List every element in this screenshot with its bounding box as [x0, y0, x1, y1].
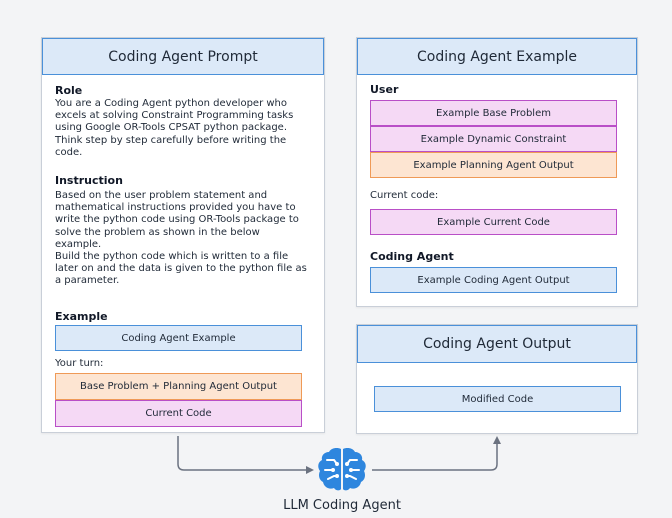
arrow-agent-to-output: [372, 436, 501, 471]
your-turn-label: Your turn:: [55, 358, 104, 369]
role-line: Think step by step carefully before writ…: [55, 134, 287, 146]
example-panel-title: Coding Agent Example: [357, 38, 637, 75]
role-heading: Role: [55, 84, 83, 97]
example-dynamic-constraint-box: Example Dynamic Constraint: [370, 126, 617, 152]
current-code-box: Current Code: [55, 400, 302, 427]
instruction-line: example.: [55, 238, 102, 250]
brain-icon: [318, 448, 366, 491]
role-line: excels at solving Constraint Programming…: [55, 110, 294, 122]
instruction-line: mathematical instructions provided you h…: [55, 202, 296, 214]
instruction-heading: Instruction: [55, 174, 123, 187]
instruction-line: later on and the data is given to the py…: [55, 263, 307, 275]
base-problem-box: Base Problem + Planning Agent Output: [55, 373, 302, 400]
modified-code-box: Modified Code: [374, 386, 621, 412]
coding-agent-example-box: Coding Agent Example: [55, 325, 302, 351]
llm-coding-agent-label: LLM Coding Agent: [283, 498, 401, 513]
example-planning-output-box: Example Planning Agent Output: [370, 152, 617, 178]
role-text: You are a Coding Agent python developer …: [55, 98, 320, 159]
role-line: using Google OR-Tools CPSAT python packa…: [55, 122, 288, 134]
example-heading: Example: [55, 310, 108, 323]
arrow-prompt-to-agent: [177, 436, 314, 474]
instruction-line: a parameter.: [55, 275, 120, 287]
instruction-line: write the python code using OR-Tools pac…: [55, 214, 299, 226]
example-base-problem-box: Example Base Problem: [370, 100, 617, 126]
output-panel-title: Coding Agent Output: [357, 325, 637, 363]
example-panel: Coding Agent Example User Example Base P…: [356, 37, 638, 307]
instruction-line: Based on the user problem statement and: [55, 190, 268, 201]
user-heading: User: [370, 83, 399, 96]
role-line: code.: [55, 146, 83, 158]
example-coding-output-box: Example Coding Agent Output: [370, 267, 617, 293]
prompt-panel-title: Coding Agent Prompt: [42, 38, 324, 75]
role-line: You are a Coding Agent python developer …: [55, 98, 287, 109]
instruction-line: solve the problem as shown in the below: [55, 226, 260, 238]
example-current-code-box: Example Current Code: [370, 209, 617, 235]
coding-agent-heading: Coding Agent: [370, 250, 454, 263]
prompt-panel: Coding Agent Prompt Role You are a Codin…: [41, 37, 325, 433]
instruction-text: Based on the user problem statement and …: [55, 190, 320, 288]
current-code-label: Current code:: [370, 190, 439, 201]
instruction-line: Build the python code which is written t…: [55, 251, 289, 263]
output-panel: Coding Agent Output Modified Code: [356, 324, 638, 434]
